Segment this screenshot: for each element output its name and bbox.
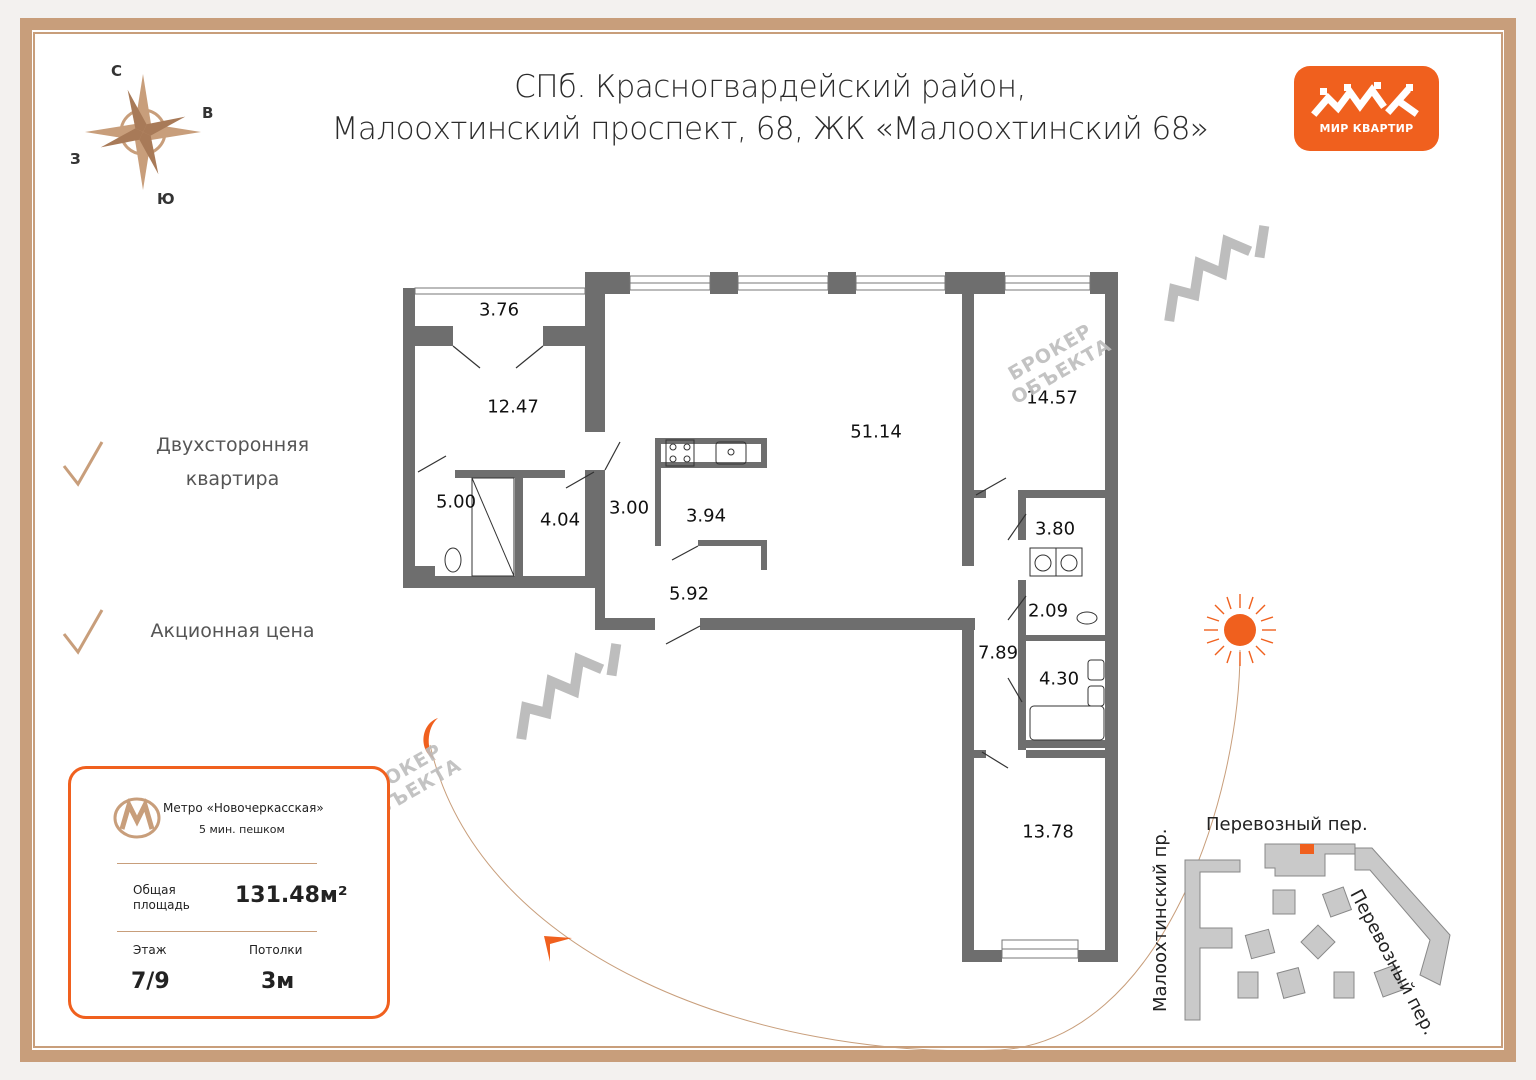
compass-rose-icon [85,74,201,190]
area-room-404: 4.04 [539,509,581,531]
area-corridor-left: 3.00 [608,497,650,519]
floor-label: Этаж [133,943,167,957]
area-bathroom-right: 4.30 [1038,668,1080,690]
compass-east-label: В [202,104,214,122]
area-kitchen: 3.94 [685,505,727,527]
area-bedroom-right-top: 14.57 [1026,387,1078,409]
logo-mark-icon [1311,82,1419,117]
area-balcony: 3.76 [478,299,520,321]
page-title: СПб. Красногвардейский район, Малоохтинс… [300,66,1240,150]
divider [117,863,317,864]
feature-1-line-2: квартира [185,468,280,490]
metro-name: Метро «Новочеркасская» [163,801,324,815]
watermark-logo-icon [516,643,622,740]
title-line-1: СПб. Красногвардейский район, [514,69,1026,105]
area-laundry: 3.80 [1034,518,1076,540]
metro-time: 5 мин. пешком [199,823,285,836]
arrow-icon [544,936,572,962]
ceiling-value: 3м [261,969,295,994]
area-bedroom-left: 12.47 [487,396,539,418]
total-area-value: 131.48м² [235,883,348,908]
floor-value: 7/9 [131,969,170,994]
info-card: Метро «Новочеркасская» 5 мин. пешком Общ… [68,766,390,1019]
street-label-left: Малоохтинский пр. [1150,828,1171,1013]
total-area-label-1: Общая [133,883,176,897]
total-area-label: Общая площадь [133,883,190,913]
area-living: 51.14 [850,421,902,443]
inner-frame [33,32,1503,1048]
area-hall: 5.92 [668,583,710,605]
logo-text: МИР КВАРТИР [1319,122,1414,135]
area-bath-left: 5.00 [435,491,477,513]
sun-icon [1204,594,1276,666]
total-area-label-2: площадь [133,898,190,912]
feature-promo-price: Акционная цена [120,614,345,648]
watermark-logo-icon [1164,225,1270,322]
brand-logo[interactable]: МИР КВАРТИР [1294,66,1439,151]
area-bedroom-right-bottom: 13.78 [1022,821,1074,843]
area-corridor-right: 7.89 [977,642,1019,664]
area-toilet: 2.09 [1027,600,1069,622]
compass-west-label: З [70,150,81,168]
feature-2-line-1: Акционная цена [150,620,315,642]
ceiling-label: Потолки [249,943,303,957]
title-line-2: Малоохтинский проспект, 68, ЖК «Малоохти… [331,111,1209,147]
building-marker [1300,844,1314,854]
feature-1-line-1: Двухсторонняя [155,434,310,456]
compass-south-label: Ю [157,190,175,208]
check-icon [62,609,104,655]
feature-two-sided: Двухсторонняя квартира [120,428,345,496]
metro-logo-icon [113,797,161,839]
street-label-top: Перевозный пер. [1206,814,1368,835]
check-icon [62,441,104,487]
compass-north-label: С [111,62,123,80]
moon-icon [423,718,438,760]
divider [117,931,317,932]
